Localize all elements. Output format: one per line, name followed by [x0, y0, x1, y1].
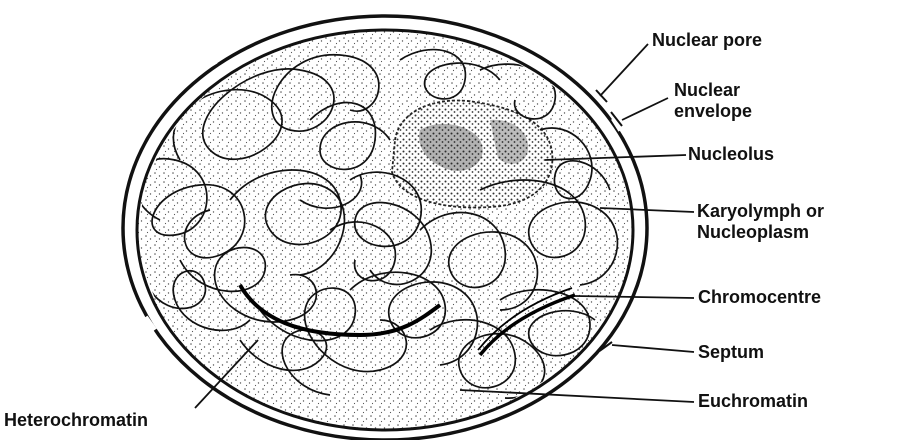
- label-karyolymph-line1: Karyolymph or: [697, 201, 824, 222]
- envelope-inner: [137, 30, 633, 430]
- label-karyolymph-line2: Nucleoplasm: [697, 222, 824, 243]
- label-nuclear-envelope: Nuclear envelope: [674, 80, 752, 122]
- leader-nuclear-envelope: [622, 98, 668, 120]
- label-nuclear-pore: Nuclear pore: [652, 30, 762, 51]
- label-chromocentre: Chromocentre: [698, 287, 821, 308]
- label-nucleolus: Nucleolus: [688, 144, 774, 165]
- leader-septum: [612, 345, 694, 352]
- label-nuclear-envelope-line1: Nuclear: [674, 80, 752, 101]
- label-heterochromatin: Heterochromatin: [4, 410, 148, 431]
- label-nuclear-envelope-line2: envelope: [674, 101, 752, 122]
- label-septum: Septum: [698, 342, 764, 363]
- label-karyolymph: Karyolymph or Nucleoplasm: [697, 201, 824, 243]
- label-euchromatin: Euchromatin: [698, 391, 808, 412]
- leader-nuclear-pore: [600, 44, 648, 96]
